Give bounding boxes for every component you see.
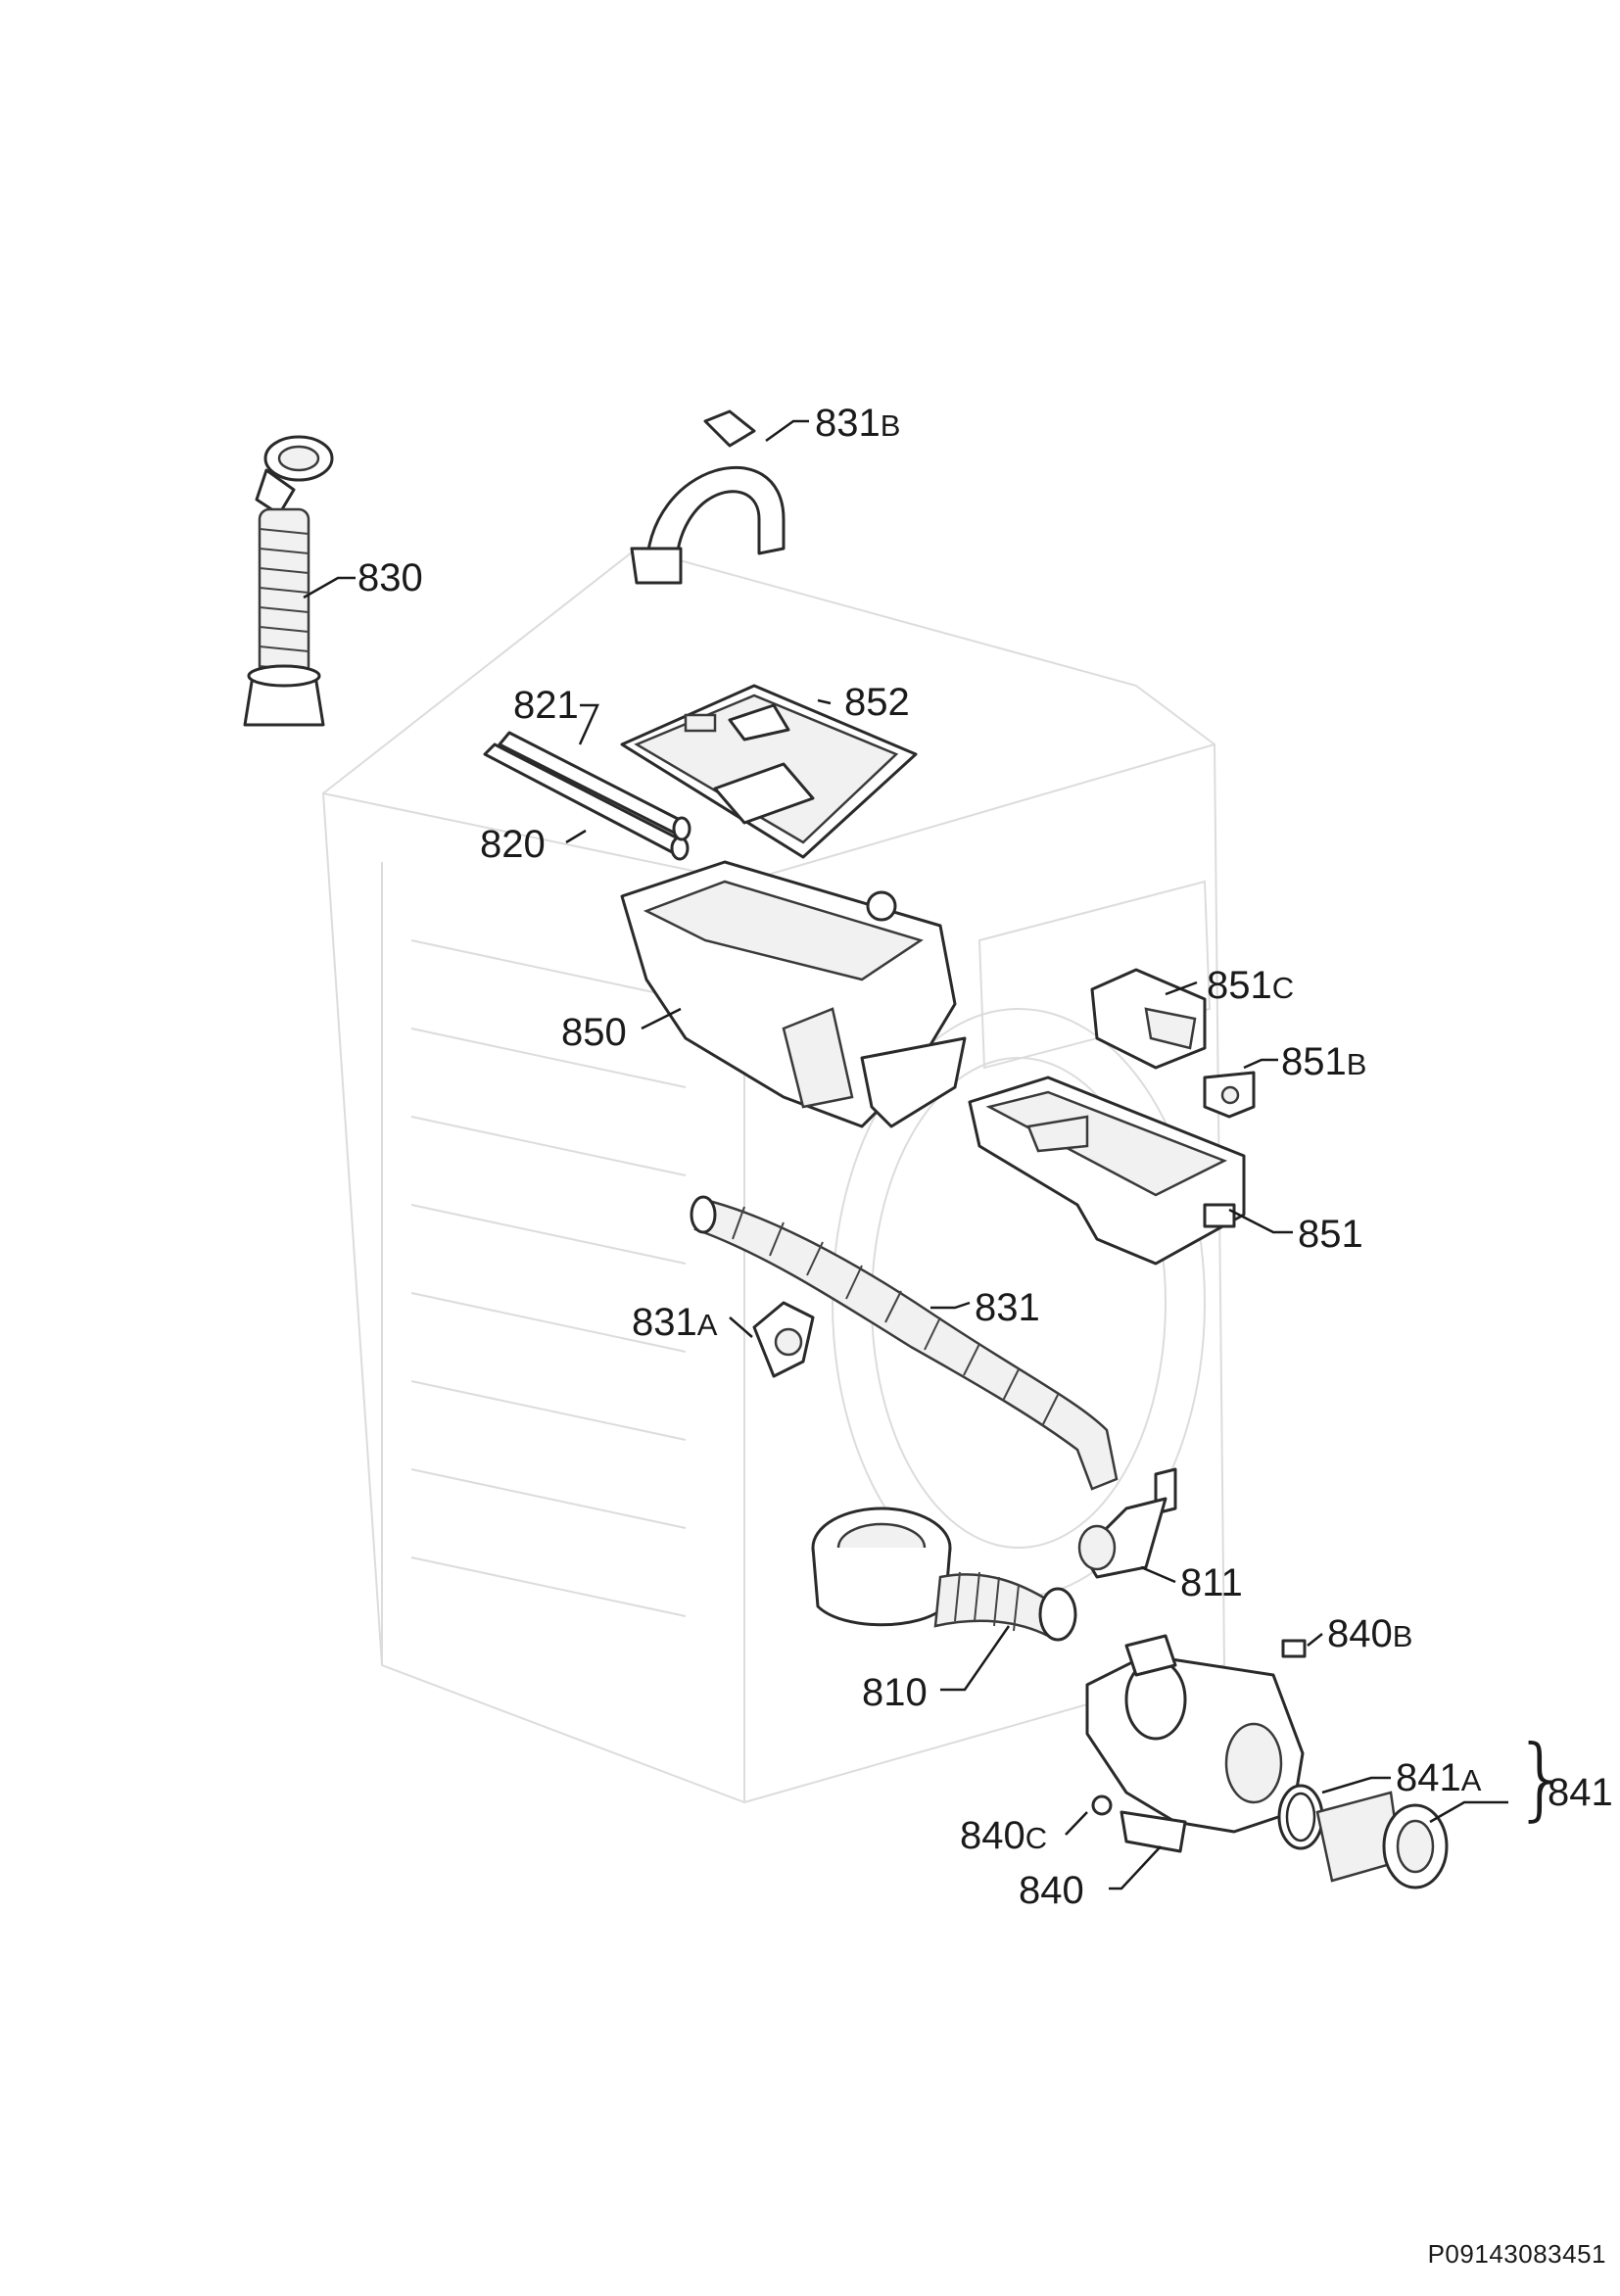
part-851B-plate [1203, 1071, 1256, 1119]
part-840B-small-clip [1281, 1639, 1307, 1658]
label-840C: 840C [960, 1814, 1048, 1857]
label-830: 830 [357, 556, 423, 599]
part-820-821-tubes [483, 731, 691, 861]
part-851-detergent-drawer [968, 1076, 1246, 1266]
part-841A-o-ring [1277, 1784, 1324, 1850]
label-841: 841 [1548, 1771, 1613, 1814]
group-brace-841: } [1513, 1726, 1571, 1831]
part-850-dispenser-housing [620, 860, 967, 1128]
label-851B: 851B [1281, 1040, 1367, 1083]
part-851C-handle-cover [1090, 968, 1207, 1070]
document-code: P09143083451 [1427, 2239, 1606, 2269]
label-831: 831 [975, 1286, 1040, 1329]
part-840-pump-housing [1085, 1634, 1305, 1853]
label-821: 821 [513, 684, 579, 727]
part-831-corrugated-hose [690, 1195, 1119, 1491]
part-831A-clip [752, 1301, 815, 1378]
part-830-drain-hose [243, 435, 334, 727]
label-850: 850 [561, 1011, 627, 1054]
label-840: 840 [1019, 1869, 1084, 1912]
label-811: 811 [1180, 1561, 1243, 1604]
part-840C-plug [1091, 1794, 1113, 1816]
label-841A: 841A [1396, 1756, 1482, 1799]
label-852: 852 [844, 681, 910, 724]
part-841-filter [1315, 1791, 1449, 1889]
part-831B-hose-hanger [630, 409, 786, 585]
part-811-connector [1077, 1467, 1177, 1579]
label-820: 820 [480, 823, 546, 866]
label-851C: 851C [1207, 964, 1295, 1007]
part-810-bellows [811, 1507, 1077, 1642]
label-831A: 831A [632, 1301, 718, 1344]
part-852-dispenser-cover [620, 684, 918, 859]
label-851: 851 [1298, 1213, 1363, 1256]
label-840B: 840B [1327, 1612, 1413, 1655]
leader-lines [303, 419, 1508, 1890]
label-831B: 831B [815, 402, 901, 445]
label-810: 810 [862, 1671, 928, 1714]
